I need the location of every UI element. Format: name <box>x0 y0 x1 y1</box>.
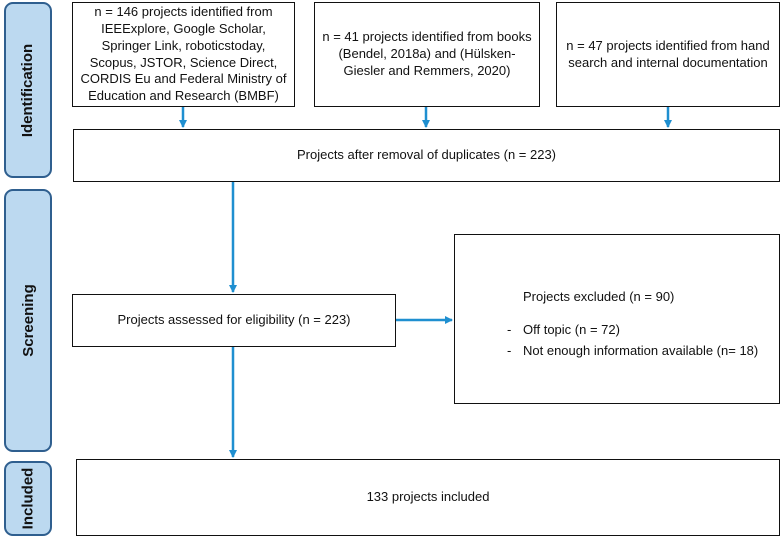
phase-screening: Screening <box>4 189 52 452</box>
source-hand-search-text: n = 47 projects identified from hand sea… <box>566 37 770 70</box>
phase-included: Included <box>4 461 52 536</box>
list-dash: - <box>507 342 512 358</box>
included-box: 133 projects included <box>76 459 780 536</box>
excluded-box: Projects excluded (n = 90) -Off topic (n… <box>454 234 780 404</box>
excluded-reasons-list: -Off topic (n = 72) -Not enough informat… <box>507 322 758 364</box>
after-duplicates-box: Projects after removal of duplicates (n … <box>73 129 780 182</box>
source-books-text: n = 41 projects identified from books (B… <box>322 29 532 78</box>
excluded-reason-text: Not enough information available (n= 18) <box>523 342 759 358</box>
excluded-title: Projects excluded (n = 90) <box>523 289 675 304</box>
source-databases-text: n = 146 projects identified from IEEExpl… <box>80 3 287 104</box>
after-duplicates-text: Projects after removal of duplicates (n … <box>296 147 557 163</box>
excluded-reason: -Off topic (n = 72) <box>507 322 758 339</box>
assessed-box: Projects assessed for eligibility (n = 2… <box>72 294 396 347</box>
source-databases-box: n = 146 projects identified from IEEExpl… <box>72 2 295 107</box>
excluded-reason-text: Off topic (n = 72) <box>523 322 620 337</box>
source-hand-search-box: n = 47 projects identified from hand sea… <box>556 2 780 107</box>
assessed-text: Projects assessed for eligibility (n = 2… <box>117 312 351 328</box>
list-dash: - <box>507 322 512 337</box>
included-text: 133 projects included <box>366 489 490 505</box>
phase-identification: Identification <box>4 2 52 178</box>
excluded-reason: -Not enough information available (n= 18… <box>507 343 758 360</box>
source-books-box: n = 41 projects identified from books (B… <box>314 2 540 107</box>
